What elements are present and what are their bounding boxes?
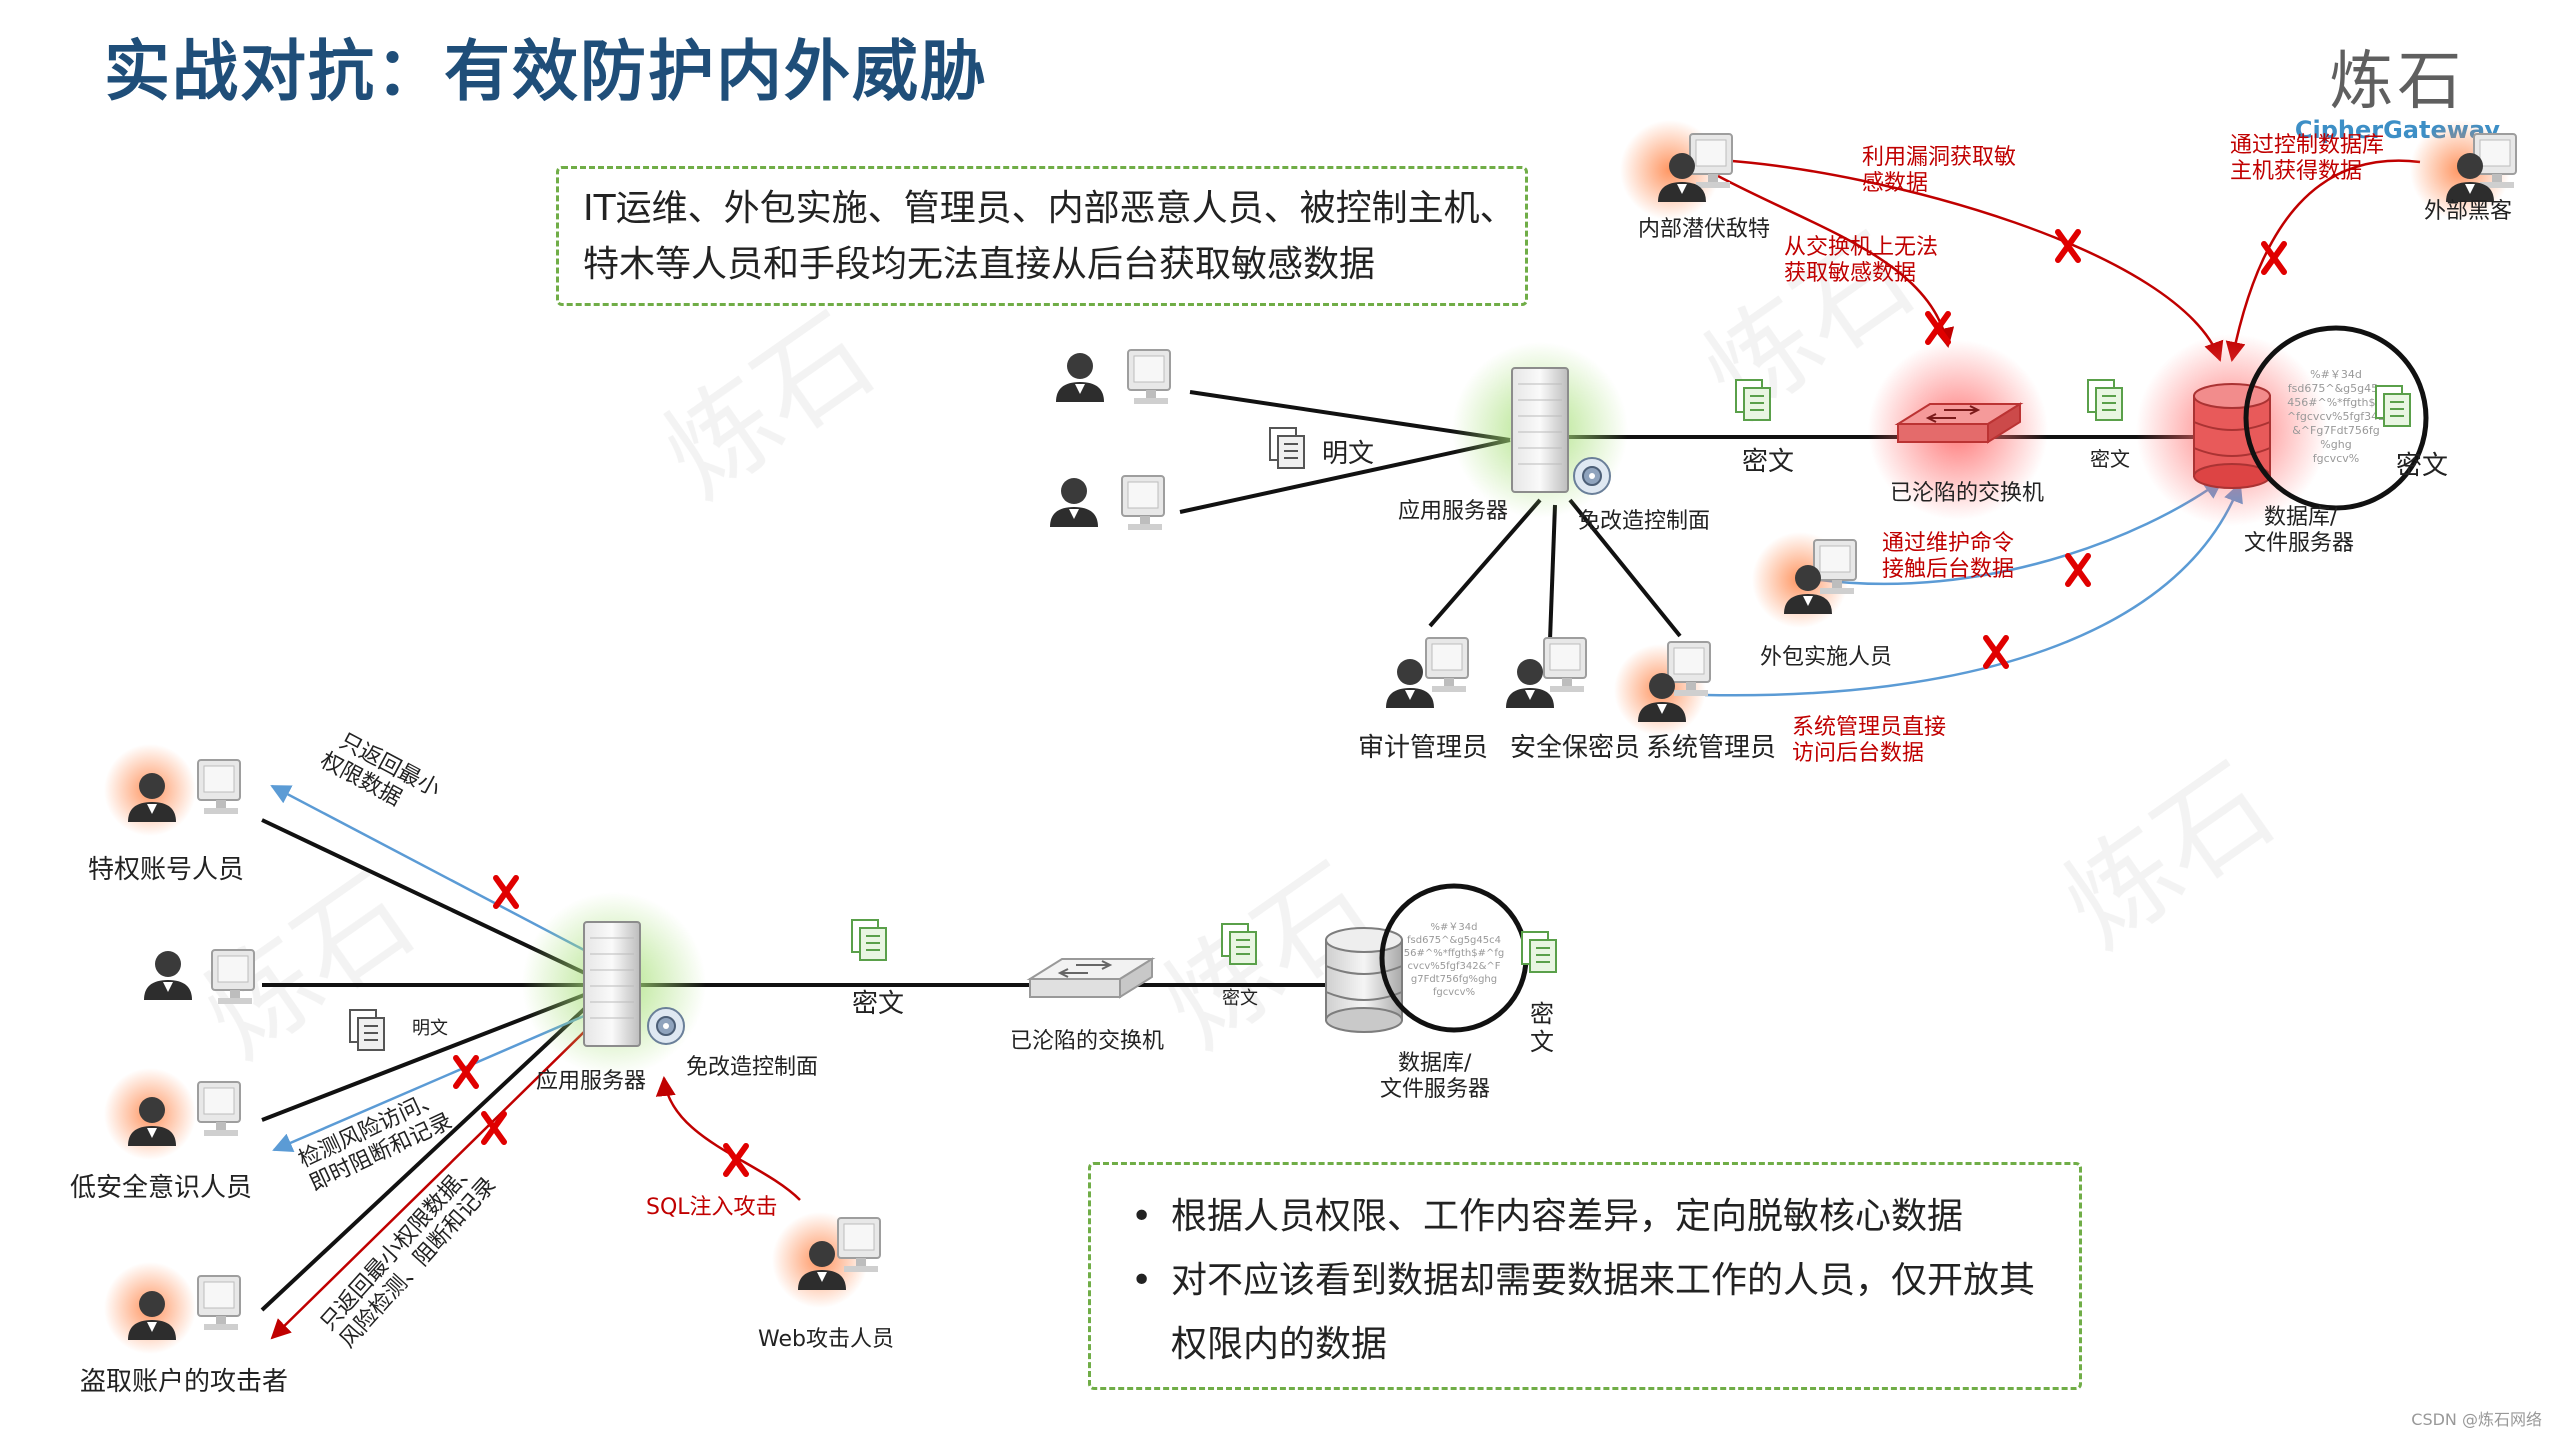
web-attacker-label: Web攻击人员 bbox=[758, 1327, 894, 1352]
ciphertext-label: 密文 bbox=[1742, 447, 1794, 477]
computer-icon bbox=[1426, 638, 1468, 692]
computer-icon bbox=[1544, 638, 1586, 692]
svg-text:%ghg: %ghg bbox=[2320, 438, 2351, 451]
switch-label: 已沦陷的交换机 bbox=[1010, 1029, 1164, 1054]
database-compromised-icon bbox=[2194, 384, 2270, 488]
svg-text:fsd675^&g5g45c4: fsd675^&g5g45c4 bbox=[1407, 935, 1501, 946]
app-server-icon bbox=[1512, 368, 1568, 492]
svg-text:炼石: 炼石 bbox=[641, 290, 895, 521]
computer-icon bbox=[1122, 476, 1164, 530]
sys-admin-label: 系统管理员 bbox=[1646, 733, 1776, 763]
user-icon bbox=[1056, 353, 1104, 402]
svg-text:g7Fdt756fg%ghg: g7Fdt756fg%ghg bbox=[1411, 974, 1497, 985]
blocked-x-icon bbox=[496, 878, 516, 906]
insider-switch-label: 从交换机上无法 bbox=[1784, 235, 1938, 260]
document-icon bbox=[350, 1010, 384, 1050]
db-label: 文件服务器 bbox=[2244, 531, 2354, 556]
ciphertext-label: 密文 bbox=[852, 989, 904, 1019]
thief-note: 风险检测、阻断和记录 bbox=[335, 1173, 501, 1353]
insider-switch-label: 获取敏感数据 bbox=[1784, 261, 1916, 286]
computer-icon bbox=[1128, 350, 1170, 404]
svg-text:456#^%*ffgth$#: 456#^%*ffgth$# bbox=[2287, 396, 2384, 409]
switch-icon bbox=[1030, 959, 1152, 997]
ciphertext-doc-icon bbox=[2088, 380, 2122, 420]
blocked-x-icon bbox=[2264, 244, 2284, 272]
computer-icon bbox=[198, 1276, 240, 1330]
svg-text:&^Fg7Fdt756fg: &^Fg7Fdt756fg bbox=[2292, 424, 2380, 437]
hacker-attack-label: 主机获得数据 bbox=[2230, 159, 2362, 184]
db-label: 数据库/ bbox=[2264, 505, 2338, 530]
ciphertext-label: 密文 bbox=[1222, 988, 1258, 1009]
computer-icon bbox=[198, 1082, 240, 1136]
svg-text:fsd675^&g5g45c: fsd675^&g5g45c bbox=[2288, 382, 2384, 395]
app-server-label: 应用服务器 bbox=[536, 1069, 646, 1094]
outsource-label: 外包实施人员 bbox=[1760, 645, 1892, 670]
ciphertext-doc-icon bbox=[852, 920, 886, 960]
plaintext-label: 明文 bbox=[1322, 439, 1374, 469]
ciphertext-label: 密 bbox=[1530, 1000, 1554, 1028]
switch-label: 已沦陷的交换机 bbox=[1890, 481, 2044, 506]
svg-text:56#^%*ffgth$#^fg: 56#^%*ffgth$#^fg bbox=[1404, 948, 1504, 959]
app-server-label: 应用服务器 bbox=[1398, 499, 1508, 524]
auditor-label: 审计管理员 bbox=[1358, 733, 1488, 763]
svg-text:fgcvcv%: fgcvcv% bbox=[2313, 452, 2359, 465]
app-server-icon bbox=[584, 922, 640, 1046]
blocked-x-icon bbox=[2068, 556, 2088, 584]
ciphertext-label: 文 bbox=[1530, 1028, 1554, 1056]
ciphertext-label: 密文 bbox=[2090, 447, 2130, 471]
insider-attack-label: 感数据 bbox=[1862, 171, 1928, 196]
control-plane-gear-icon bbox=[1574, 458, 1610, 494]
outsource-attack-label: 通过维护命令 bbox=[1882, 531, 2014, 556]
plaintext-label: 明文 bbox=[412, 1018, 448, 1039]
privileged-label: 特权账号人员 bbox=[88, 855, 244, 885]
db-label: 文件服务器 bbox=[1380, 1077, 1490, 1102]
ciphertext-label: 密文 bbox=[2396, 451, 2448, 481]
encrypted-text: %#￥34d fsd675^&g5g45c4 56#^%*ffgth$#^fg … bbox=[1404, 922, 1504, 998]
blocked-x-icon bbox=[1986, 638, 2006, 666]
svg-text:炼石: 炼石 bbox=[2041, 740, 2295, 971]
svg-text:%#￥34d: %#￥34d bbox=[1431, 922, 1478, 933]
hacker-label: 外部黑客 bbox=[2424, 199, 2512, 224]
control-plane-gear-icon bbox=[648, 1008, 684, 1044]
document-icon bbox=[1270, 428, 1304, 468]
insider-label: 内部潜伏敌特 bbox=[1638, 217, 1770, 242]
svg-text:fgcvcv%: fgcvcv% bbox=[1433, 987, 1475, 998]
hacker-attack-label: 通过控制数据库 bbox=[2230, 133, 2384, 158]
security-admin-label: 安全保密员 bbox=[1510, 733, 1640, 763]
control-plane-label: 免改造控制面 bbox=[686, 1055, 818, 1080]
sql-injection-label: SQL注入攻击 bbox=[646, 1195, 778, 1220]
footer-credit: CSDN @炼石网络 bbox=[2411, 1406, 2542, 1430]
db-label: 数据库/ bbox=[1398, 1051, 1472, 1076]
outsource-attack-label: 接触后台数据 bbox=[1882, 557, 2014, 582]
svg-text:^fgcvcv%5fgf342: ^fgcvcv%5fgf342 bbox=[2287, 410, 2385, 423]
sys-admin-attack-label: 系统管理员直接 bbox=[1792, 715, 1946, 740]
low-awareness-label: 低安全意识人员 bbox=[70, 1173, 252, 1203]
computer-icon bbox=[198, 760, 240, 814]
insider-attack-label: 利用漏洞获取敏 bbox=[1862, 145, 2016, 170]
blocked-x-icon bbox=[456, 1058, 476, 1086]
sys-admin-attack-label: 访问后台数据 bbox=[1792, 741, 1924, 766]
user-icon bbox=[1050, 478, 1098, 527]
database-icon bbox=[1326, 928, 1402, 1032]
svg-text:%#￥34d: %#￥34d bbox=[2310, 368, 2362, 381]
svg-text:cvcv%5fgf342&^F: cvcv%5fgf342&^F bbox=[1407, 961, 1500, 972]
control-plane-label: 免改造控制面 bbox=[1578, 509, 1710, 534]
thief-label: 盗取账户的攻击者 bbox=[80, 1367, 288, 1397]
